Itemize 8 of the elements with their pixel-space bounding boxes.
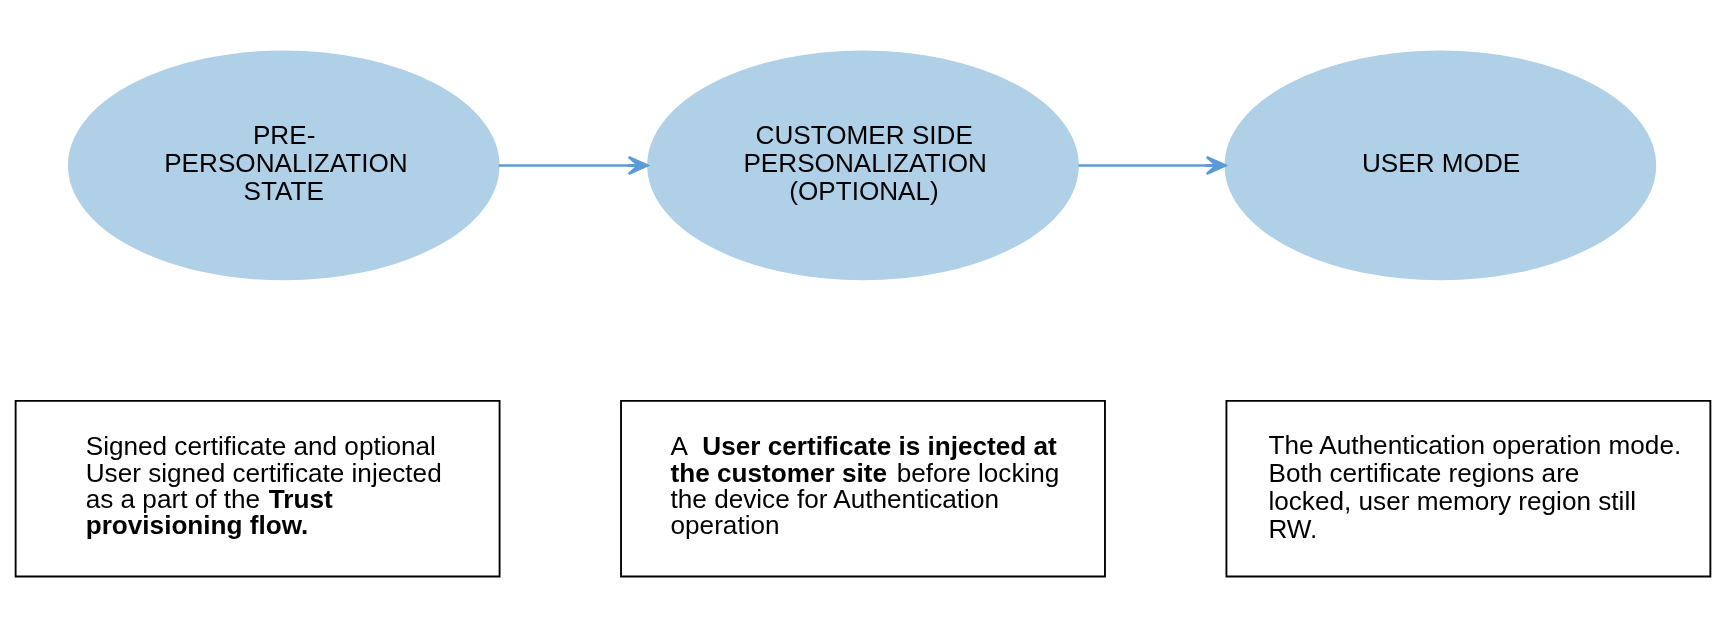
node-ellipse: CUSTOMER SIDE PERSONALIZATION (OPTIONAL) (647, 50, 1079, 280)
node-box: A User certificate is injected at the customer site before locking the device for Authentication operation (620, 399, 1106, 577)
node-ellipse: PRE-PERSONALIZATION STATE (67, 50, 500, 280)
arrow (1078, 155, 1227, 175)
arrow (498, 155, 649, 175)
node-ellipse: USER MODE (1224, 50, 1657, 280)
node-box: Signed certificate and optional User signed certificate injected as a part of the Trust provisioning flow. (14, 399, 501, 577)
node-box: The Authentication operation mode. Both certificate regions are locked, user memory region still RW. (1225, 399, 1712, 577)
